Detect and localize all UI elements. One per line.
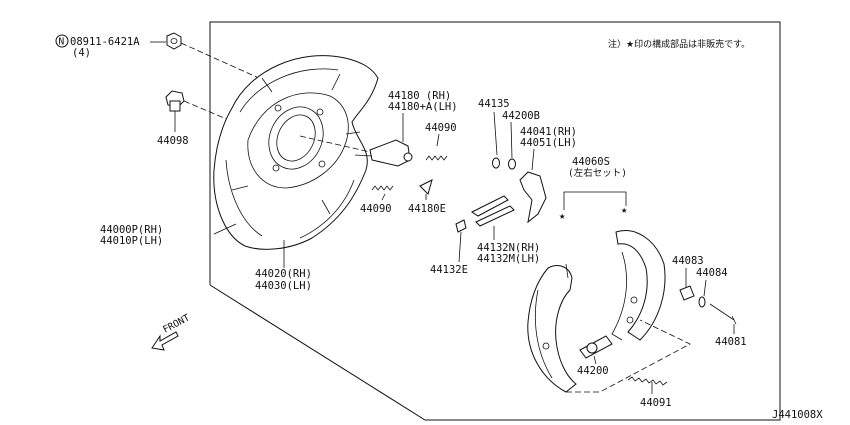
spring-44090-lower: 44090 <box>360 185 394 215</box>
nut-n-symbol: N <box>59 37 65 48</box>
label-44000p: 44000P(RH) <box>100 224 163 236</box>
label-44090-upper: 44090 <box>425 122 457 134</box>
label-44090-lower: 44090 <box>360 203 392 215</box>
label-08911-qty: (4) <box>72 47 91 59</box>
spring-coil-icon <box>425 155 448 161</box>
brake-shoe-left <box>527 263 577 393</box>
hold-down-pin-icon <box>709 303 735 321</box>
label-44083: 44083 <box>672 255 704 267</box>
diagram-frame <box>209 21 781 421</box>
return-spring-icon <box>627 376 668 386</box>
hold-pin-icon <box>493 111 498 156</box>
label-44060s: 44060S <box>572 156 610 168</box>
hub-hole-icon <box>268 106 324 170</box>
strut-44132n: 44132N(RH) 44132M(LH) <box>471 195 540 265</box>
shoe-set-44060s: 44060S (左右セット) ★ ★ <box>559 156 628 222</box>
pin-44135: 44135 <box>478 98 510 169</box>
label-08911-6421a: 08911-6421A <box>70 36 140 48</box>
strut-bar-icon <box>471 195 509 217</box>
pin-44081: 44081 <box>709 303 747 348</box>
label-44098: 44098 <box>157 135 189 147</box>
brake-shoe-right <box>611 230 666 341</box>
hex-nut-icon <box>166 32 182 50</box>
label-44041: 44041(RH) <box>520 126 577 138</box>
label-44132e: 44132E <box>430 264 468 276</box>
lever-body-icon <box>369 139 411 167</box>
label-44091: 44091 <box>640 397 672 409</box>
spring-cup-icon <box>679 285 695 301</box>
diagram-code: J441008X <box>772 409 823 421</box>
label-44084: 44084 <box>696 267 728 279</box>
label-44135: 44135 <box>478 98 510 110</box>
parking-lever-icon <box>519 171 547 224</box>
label-44200b: 44200B <box>502 110 540 122</box>
label-44132n: 44132N(RH) <box>477 242 540 254</box>
shoe-left-icon <box>527 265 577 393</box>
lever-44041: 44041(RH) 44051(LH) <box>519 126 577 224</box>
spring-44083: 44083 <box>672 255 704 301</box>
star-mark-right-icon: ★ <box>621 204 628 216</box>
spring-44091: 44091 <box>566 319 691 409</box>
label-44180: 44180 (RH) <box>388 90 451 102</box>
label-44010p: 44010P(LH) <box>100 235 163 247</box>
label-44132m: 44132M(LH) <box>477 253 540 265</box>
front-arrow-icon <box>151 331 179 351</box>
lever-44180: 44180 (RH) 44180+A(LH) <box>299 90 458 167</box>
washer-icon <box>508 158 516 170</box>
label-44081: 44081 <box>715 336 747 348</box>
adjuster-44200: 44200 <box>577 335 613 377</box>
retainer-44084: 44084 <box>696 267 728 308</box>
retainer-washer-icon <box>698 296 706 308</box>
backing-plate: 44000P(RH) 44010P(LH) 44020(RH) 44030(LH… <box>100 55 379 292</box>
part-44180e: 44180E <box>408 179 446 215</box>
nut-n-symbol-icon <box>55 34 69 48</box>
spring-coil-icon-2 <box>371 185 394 191</box>
spring-44090-upper: 44090 <box>425 122 457 161</box>
label-44051: 44051(LH) <box>520 137 577 149</box>
adjuster-44200b: 44200B <box>502 110 540 170</box>
label-44180e: 44180E <box>408 203 446 215</box>
label-44020: 44020(RH) <box>255 268 312 280</box>
note-text: 注）★印の構成部品は非販売です。 <box>608 38 750 50</box>
label-44180a: 44180+A(LH) <box>388 101 458 113</box>
label-44060s-sub: (左右セット) <box>568 167 627 179</box>
shoe-right-icon <box>615 230 666 341</box>
backing-plate-outline-icon <box>213 55 379 250</box>
label-44030: 44030(LH) <box>255 280 312 292</box>
front-indicator: FRONT <box>151 312 192 351</box>
spring-44132e: 44132E <box>430 219 468 276</box>
small-spring-icon <box>455 219 467 233</box>
clip-triangle-icon <box>419 179 433 195</box>
label-44200: 44200 <box>577 365 609 377</box>
star-mark-left-icon: ★ <box>559 210 566 222</box>
